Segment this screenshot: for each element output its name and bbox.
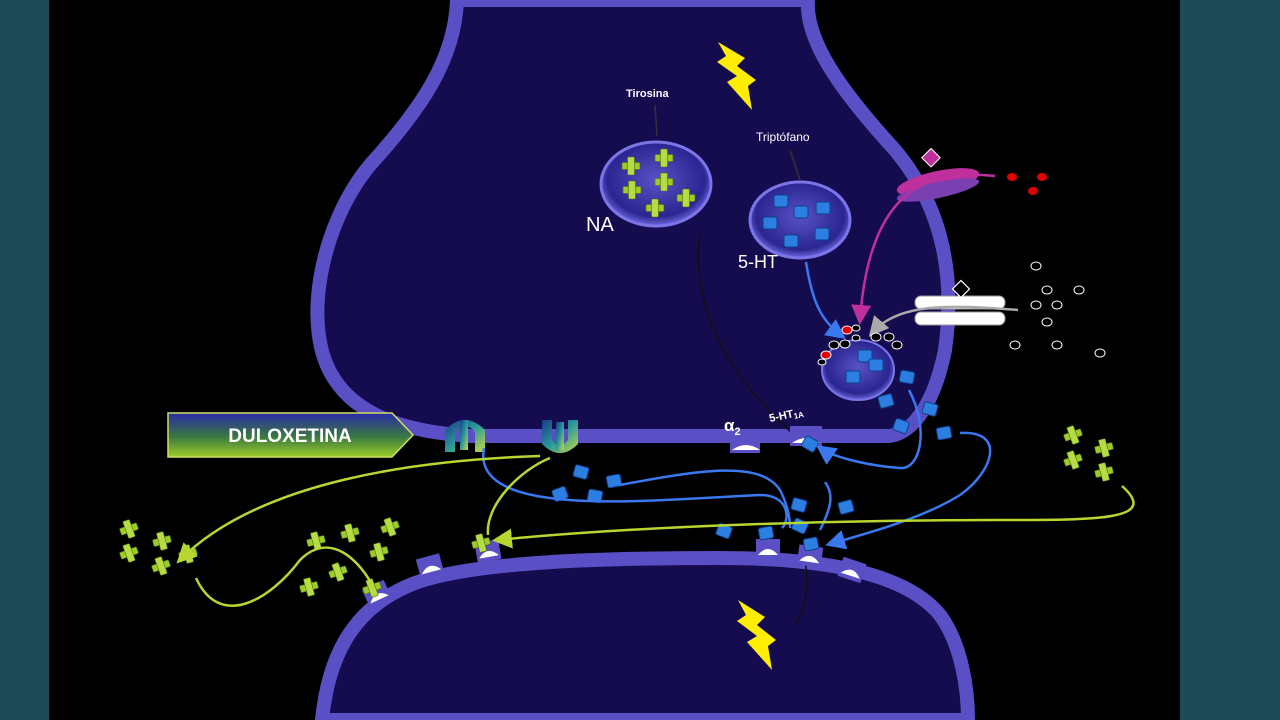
gray-arrow <box>868 305 1019 337</box>
serotonin-molecule <box>773 194 789 208</box>
tryptophan-arrow <box>789 149 801 181</box>
duloxetine-molecule <box>445 420 485 452</box>
duloxetine-label: DULOXETINA <box>228 426 352 447</box>
5ht1a-label: 5-HT1A <box>768 406 805 426</box>
serotonin-path <box>482 447 788 529</box>
serotonin-molecule <box>783 234 799 248</box>
magenta-arrow <box>851 173 996 325</box>
red-marker <box>1028 187 1038 195</box>
serotonin-path <box>825 431 992 550</box>
serotonin-path <box>619 469 792 529</box>
serotonin-path <box>818 481 832 531</box>
open-circles <box>1009 261 1106 358</box>
noradrenaline-path <box>194 546 377 607</box>
signal-line <box>697 229 801 441</box>
lightning-icon <box>737 600 776 670</box>
red-marker <box>1037 173 1047 181</box>
noradrenaline-path <box>176 454 541 564</box>
postsynaptic-terminal <box>314 550 976 720</box>
duloxetine-arrow: DULOXETINA <box>167 412 415 458</box>
serotonin-path <box>815 389 922 470</box>
red-marker <box>1007 173 1017 181</box>
noradrenaline-label: NA <box>586 214 614 236</box>
signal-line <box>794 559 808 626</box>
postsynaptic-receptor <box>756 539 780 559</box>
tyrosine-label: Tirosina <box>626 88 669 100</box>
tyrosine-arrow <box>654 104 658 137</box>
serotonin-molecule <box>868 358 884 372</box>
white-transporter <box>914 279 1006 326</box>
tryptophan-label: Triptófano <box>756 130 810 144</box>
noradrenaline-path <box>492 485 1135 549</box>
duloxetine-molecule <box>542 420 578 453</box>
alpha2-receptor <box>730 433 760 453</box>
serotonin-release-arrow <box>804 261 847 339</box>
serotonin-molecule <box>814 227 830 241</box>
serotonin-molecule <box>815 201 831 215</box>
alpha2-label: α2 <box>724 416 741 438</box>
serotonin-molecule <box>793 205 809 219</box>
serotonin-molecule <box>762 216 778 230</box>
lightning-icon <box>717 42 756 110</box>
noradrenaline-path <box>486 456 551 536</box>
serotonin-molecule <box>845 370 861 384</box>
serotonin-label: 5-HT <box>738 252 778 272</box>
